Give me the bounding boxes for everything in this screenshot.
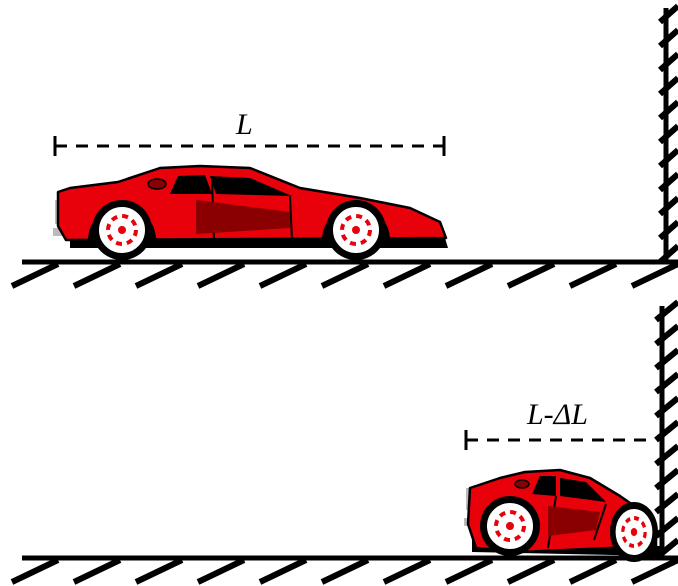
reduced-length-label: L-ΔL <box>526 398 588 431</box>
front-wheel <box>326 200 386 260</box>
bottom-dimension: L-ΔL <box>466 398 650 450</box>
bottom-wall <box>656 302 678 558</box>
car-intact <box>53 166 448 260</box>
top-dimension: L <box>55 108 444 156</box>
bottom-ground <box>12 558 678 582</box>
rear-wheel <box>92 200 152 260</box>
bottom-panel: L-ΔL <box>12 302 678 582</box>
top-ground <box>12 262 678 286</box>
length-label: L <box>235 108 253 141</box>
crushed-front-wheel <box>610 502 658 562</box>
car-crushed <box>464 470 660 562</box>
top-panel: L <box>12 6 678 286</box>
top-wall <box>660 6 678 262</box>
crushed-rear-wheel <box>480 496 540 556</box>
